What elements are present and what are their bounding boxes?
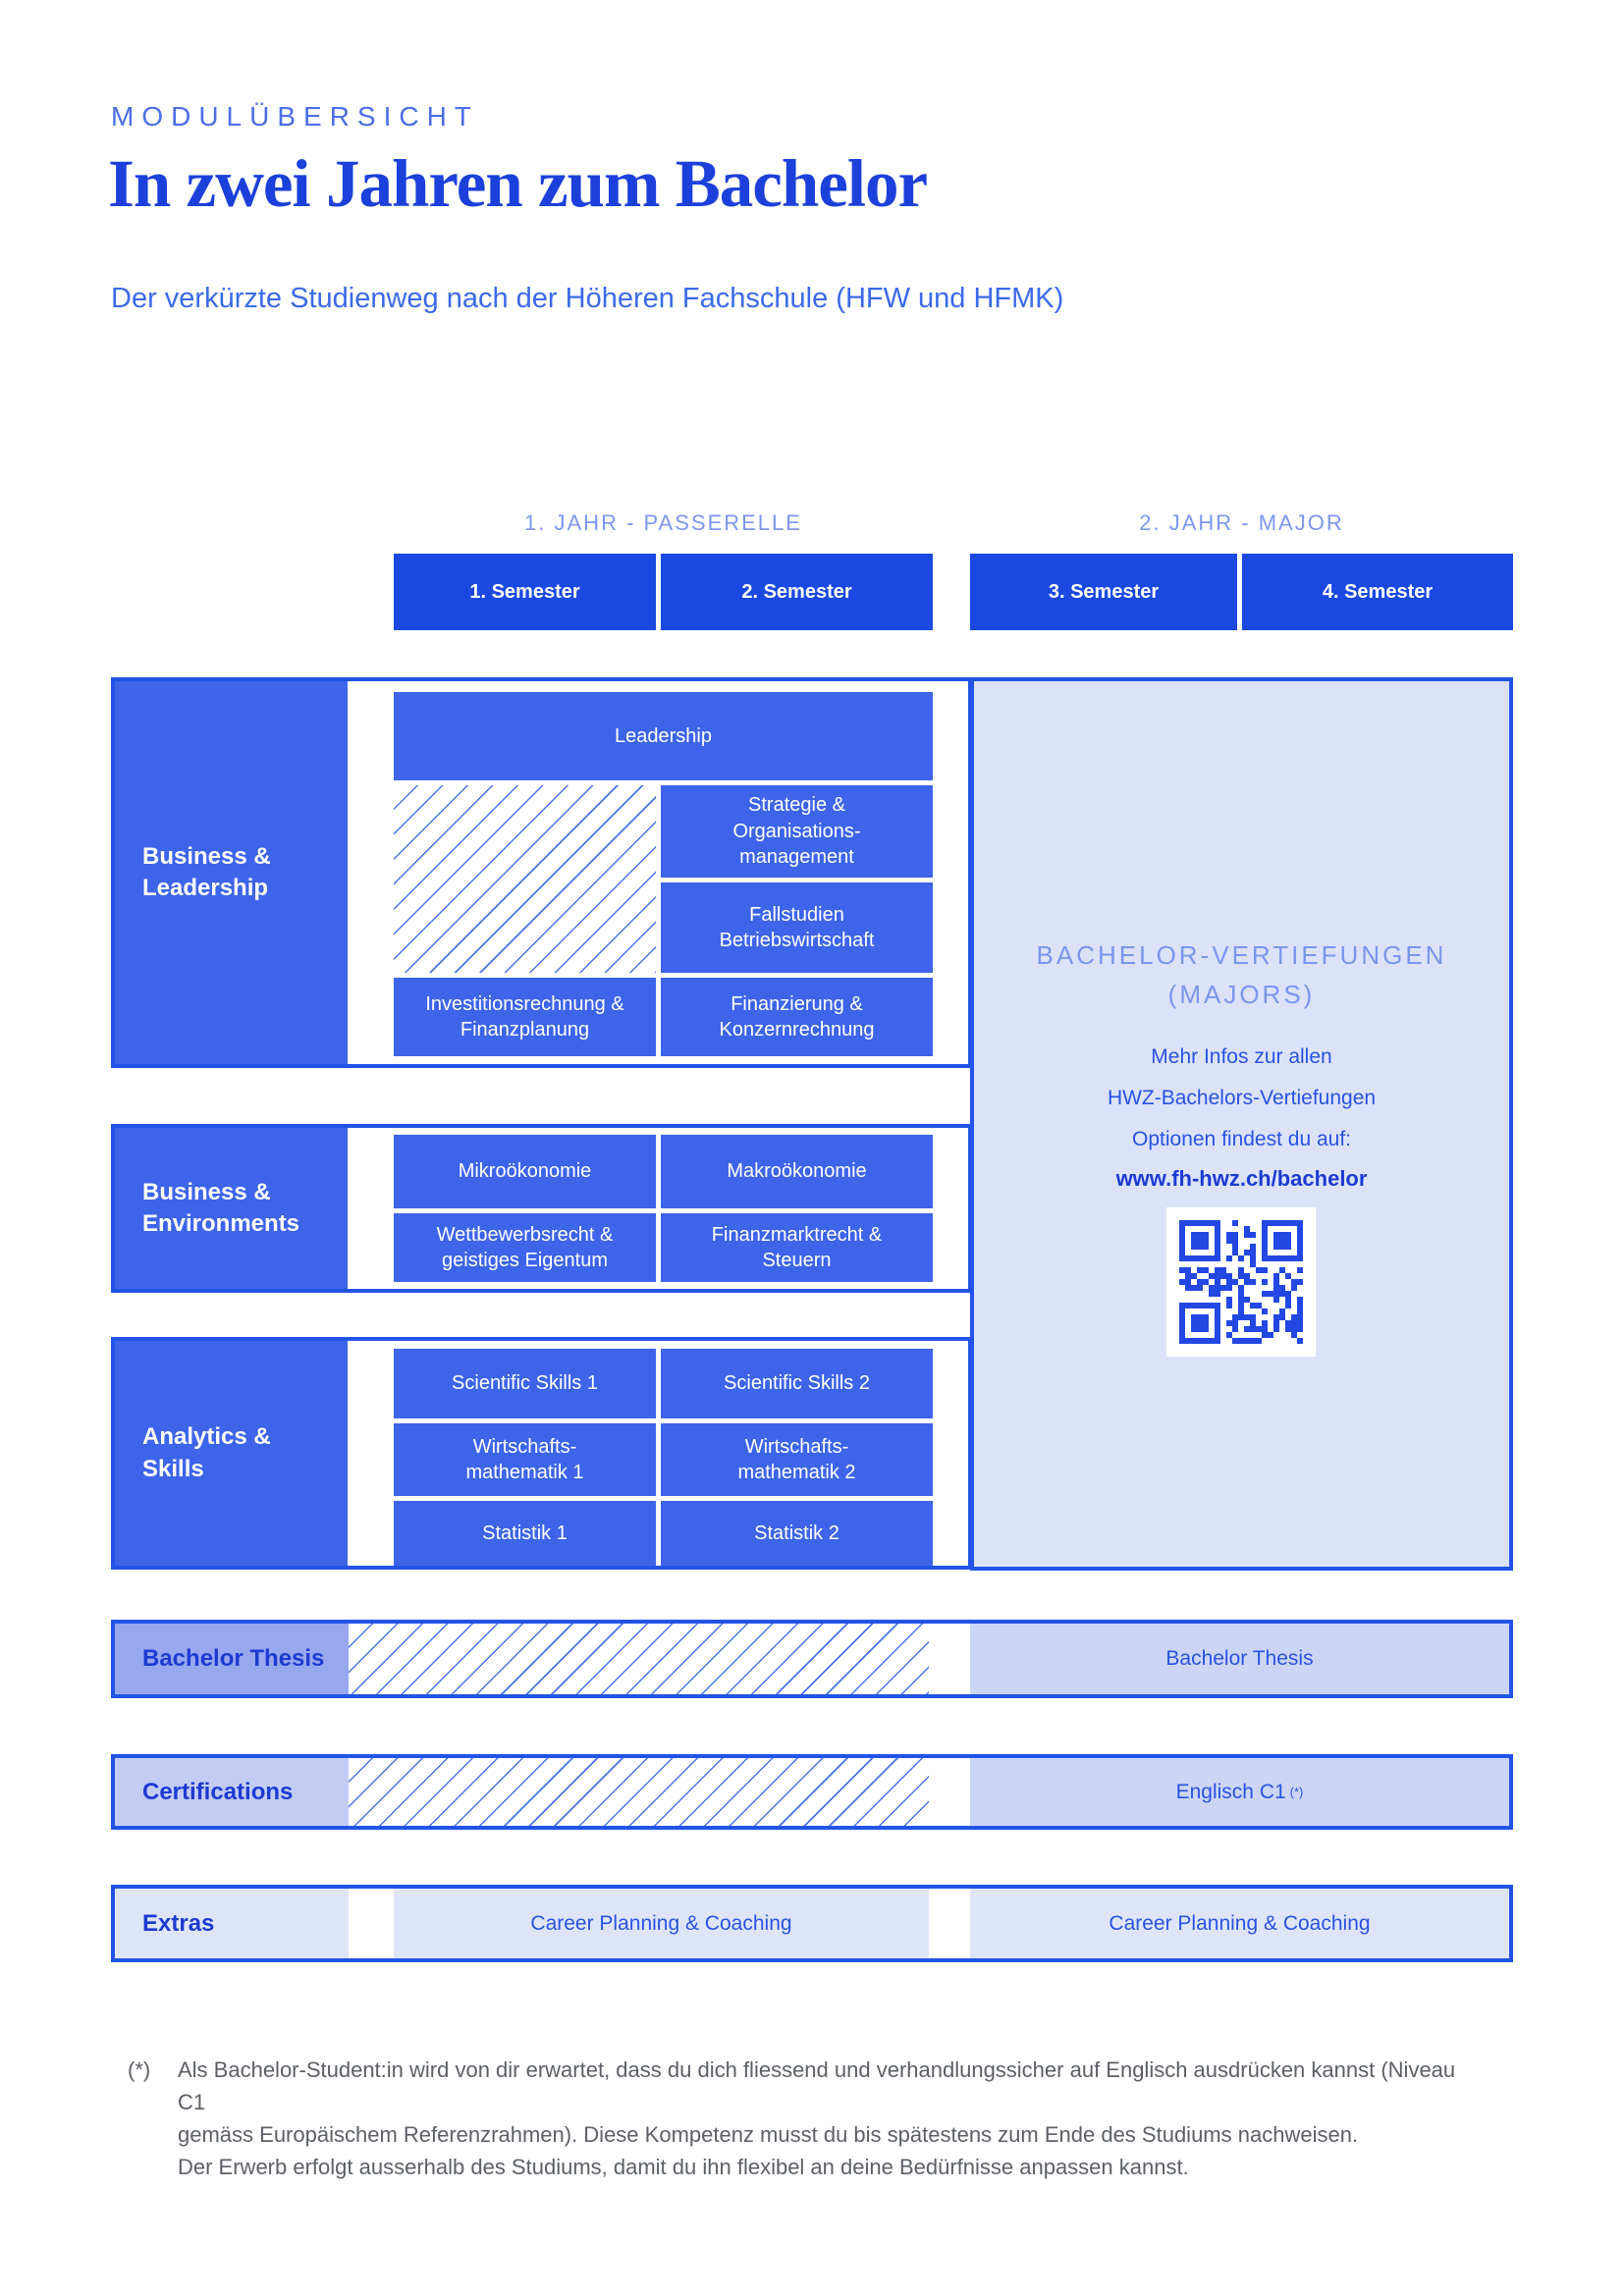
- module-makrooekonomie: Makroökonomie: [661, 1135, 933, 1208]
- page-title: In zwei Jahren zum Bachelor: [108, 146, 928, 221]
- module-wirtschaftsmathematik-2: Wirtschafts- mathematik 2: [661, 1423, 933, 1496]
- majors-panel-heading: BACHELOR-VERTIEFUNGEN (MAJORS): [1036, 940, 1447, 1009]
- eyebrow-heading: MODULÜBERSICHT: [111, 101, 479, 132]
- hatch-area-leadership: [394, 785, 656, 973]
- module-wirtschaftsmathematik-1: Wirtschafts- mathematik 1: [394, 1423, 656, 1496]
- hatch-area-certifications: [349, 1758, 929, 1826]
- cell-career-planning-2: Career Planning & Coaching: [970, 1889, 1509, 1958]
- section-label-business-environments: Business & Environments: [115, 1128, 348, 1289]
- footnote-marker: (*): [128, 2057, 151, 2082]
- module-statistik-1: Statistik 1: [394, 1501, 656, 1566]
- module-statistik-2: Statistik 2: [661, 1501, 933, 1566]
- module-strategie-organisationsmanagement: Strategie & Organisations- management: [661, 785, 933, 878]
- semester-1-header: 1. Semester: [394, 554, 656, 630]
- cell-career-planning-1: Career Planning & Coaching: [394, 1889, 929, 1958]
- majors-panel-url-link[interactable]: www.fh-hwz.ch/bachelor: [1115, 1166, 1368, 1191]
- section-label-analytics-skills: Analytics & Skills: [115, 1341, 348, 1566]
- module-scientific-skills-1: Scientific Skills 1: [394, 1349, 656, 1418]
- row-label-bachelor-thesis: Bachelor Thesis: [115, 1624, 349, 1694]
- row-label-extras: Extras: [115, 1889, 349, 1958]
- englisch-c1-text: Englisch C1: [1175, 1780, 1286, 1803]
- semester-2-header: 2. Semester: [661, 554, 933, 630]
- hatch-area-thesis: [349, 1624, 929, 1694]
- module-investitionsrechnung-finanzplanung: Investitionsrechnung & Finanzplanung: [394, 978, 656, 1056]
- footnote-text: Als Bachelor-Student:in wird von dir erw…: [178, 2057, 1456, 2179]
- module-mikrooekonomie: Mikroökonomie: [394, 1135, 656, 1208]
- section-label-business-leadership: Business & Leadership: [115, 681, 348, 1064]
- module-scientific-skills-2: Scientific Skills 2: [661, 1349, 933, 1418]
- semester-3-header: 3. Semester: [970, 554, 1237, 630]
- year2-label: 2. JAHR - MAJOR: [1139, 510, 1344, 535]
- module-leadership: Leadership: [394, 692, 933, 780]
- cell-bachelor-thesis: Bachelor Thesis: [970, 1624, 1509, 1694]
- majors-panel-info: Mehr Infos zur allen HWZ-Bachelors-Verti…: [1107, 1045, 1377, 1150]
- module-finanzmarktrecht-steuern: Finanzmarktrecht & Steuern: [661, 1213, 933, 1282]
- year1-label: 1. JAHR - PASSERELLE: [524, 510, 802, 535]
- page-subtitle: Der verkürzte Studienweg nach der Höhere…: [111, 283, 1064, 314]
- module-fallstudien-betriebswirtschaft: Fallstudien Betriebswirtschaft: [661, 882, 933, 973]
- semester-4-header: 4. Semester: [1242, 554, 1513, 630]
- row-label-certifications: Certifications: [115, 1758, 349, 1826]
- module-finanzierung-konzernrechnung: Finanzierung & Konzernrechnung: [661, 978, 933, 1056]
- qr-code: [1179, 1220, 1303, 1344]
- cell-englisch-c1: Englisch C1 (*): [970, 1758, 1509, 1826]
- module-wettbewerbsrecht-geistiges-eigentum: Wettbewerbsrecht & geistiges Eigentum: [394, 1213, 656, 1282]
- englisch-c1-footnote-marker: (*): [1289, 1785, 1304, 1799]
- majors-panel: [970, 677, 1513, 1571]
- qr-code-frame: [1166, 1207, 1316, 1357]
